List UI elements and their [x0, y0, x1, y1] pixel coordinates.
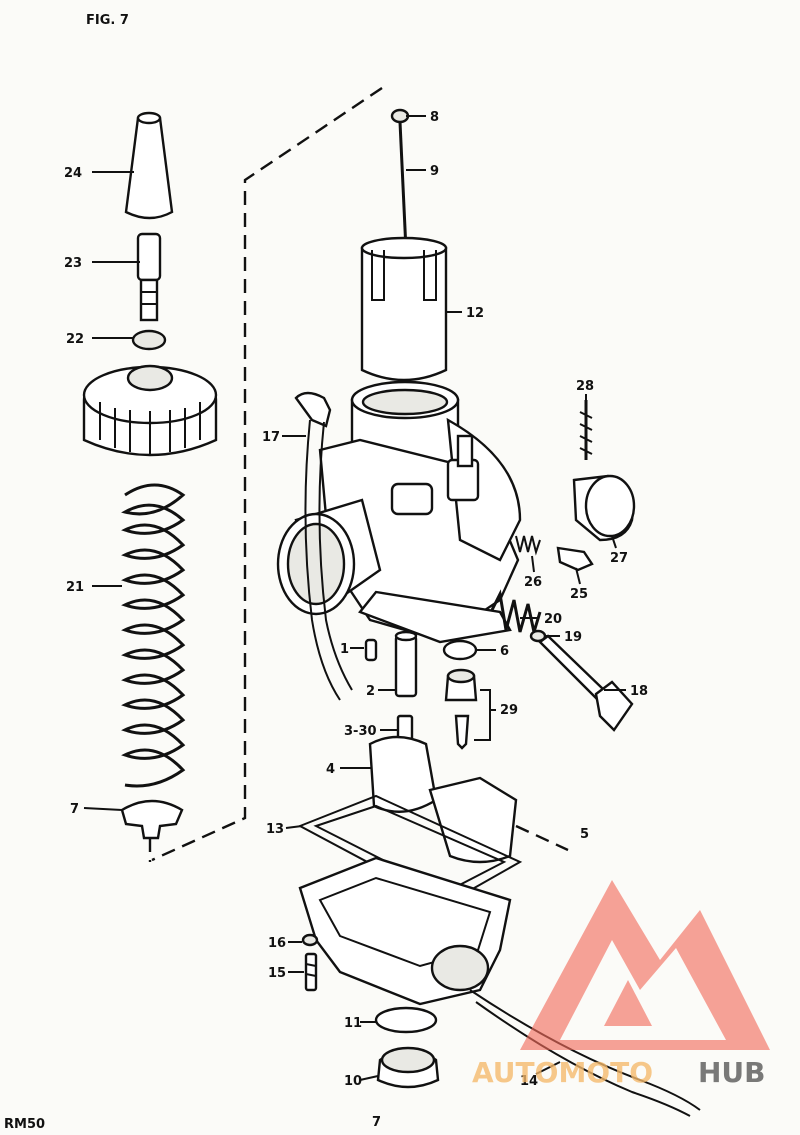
callout-23: 23 — [64, 256, 82, 271]
callout-9: 9 — [430, 164, 439, 179]
callout-labels: 24 23 22 21 7 8 9 12 17 28 27 26 25 20 1… — [64, 110, 648, 1089]
part-18-pilot-screw — [538, 634, 634, 732]
figure-label: FIG. 7 — [86, 13, 129, 28]
callout-3-30: 3-30 — [344, 724, 377, 739]
part-26-spring — [515, 535, 541, 556]
part-23-adjuster — [136, 232, 162, 322]
part-4-float — [368, 735, 518, 864]
callout-2: 2 — [366, 684, 375, 699]
callout-8: 8 — [430, 110, 439, 125]
callout-6: 6 — [500, 644, 509, 659]
part-10-plug — [376, 1046, 440, 1089]
callout-25: 25 — [570, 587, 588, 602]
leader-lines — [83, 115, 626, 1081]
assembly-dashed-line — [151, 87, 383, 862]
callout-19: 19 — [564, 630, 582, 645]
part-9-needle — [398, 121, 408, 251]
part-29-bracket — [474, 689, 496, 741]
part-25-screw — [556, 546, 594, 572]
part-28-screw — [579, 400, 593, 460]
part-2-needle-jet — [394, 630, 418, 698]
part-29-float-valve — [444, 668, 478, 750]
part-7-clip-plate — [120, 799, 184, 840]
callout-18: 18 — [630, 684, 648, 699]
callout-13: 13 — [266, 822, 284, 837]
callout-15: 15 — [268, 966, 286, 981]
model-label: RM50 — [4, 1117, 45, 1132]
callout-14: 14 — [520, 1074, 538, 1089]
callout-16: 16 — [268, 936, 286, 951]
part-15-screw — [304, 952, 318, 992]
part-8-clip — [390, 108, 410, 124]
carburetor-body — [318, 380, 522, 644]
part-22-nut — [131, 329, 167, 351]
part-14-drain-tube — [469, 989, 701, 1117]
callout-17: 17 — [262, 430, 280, 445]
page-mark: 7 — [372, 1115, 381, 1130]
callout-24: 24 — [64, 166, 82, 181]
part-19-oring — [529, 629, 547, 643]
watermark-text-1: AUTOMOTO — [472, 1056, 653, 1089]
automotohub-watermark: AUTOMOTO HUB — [472, 880, 770, 1089]
part-24-cap — [124, 111, 174, 220]
callout-1: 1 — [340, 642, 349, 657]
part-6-washer — [442, 639, 478, 661]
callout-4: 4 — [326, 762, 335, 777]
callout-20: 20 — [544, 612, 562, 627]
part-12-throttle-valve — [360, 236, 448, 382]
intake-bell — [276, 498, 382, 616]
callout-26: 26 — [524, 575, 542, 590]
part-16-washer — [301, 933, 319, 947]
part-17-tube — [294, 391, 353, 701]
part-27-starter-cap — [572, 474, 636, 542]
float-bowl — [298, 856, 512, 1006]
part-1-jet — [364, 638, 378, 662]
callout-21: 21 — [66, 580, 84, 595]
part-20-spring — [490, 589, 542, 633]
callout-28: 28 — [576, 379, 594, 394]
callout-11: 11 — [344, 1016, 362, 1031]
watermark-text-2: HUB — [698, 1056, 766, 1089]
part-5-pin — [515, 824, 569, 852]
part-21-spring — [121, 483, 186, 788]
callout-27: 27 — [610, 551, 628, 566]
callout-10: 10 — [344, 1074, 362, 1089]
mixing-chamber-top-cap — [82, 364, 218, 457]
callout-5: 5 — [580, 827, 589, 842]
callout-12: 12 — [466, 306, 484, 321]
callout-22: 22 — [66, 332, 84, 347]
callout-7: 7 — [70, 802, 79, 817]
callout-29: 29 — [500, 703, 518, 718]
part-11-oring — [374, 1006, 438, 1034]
